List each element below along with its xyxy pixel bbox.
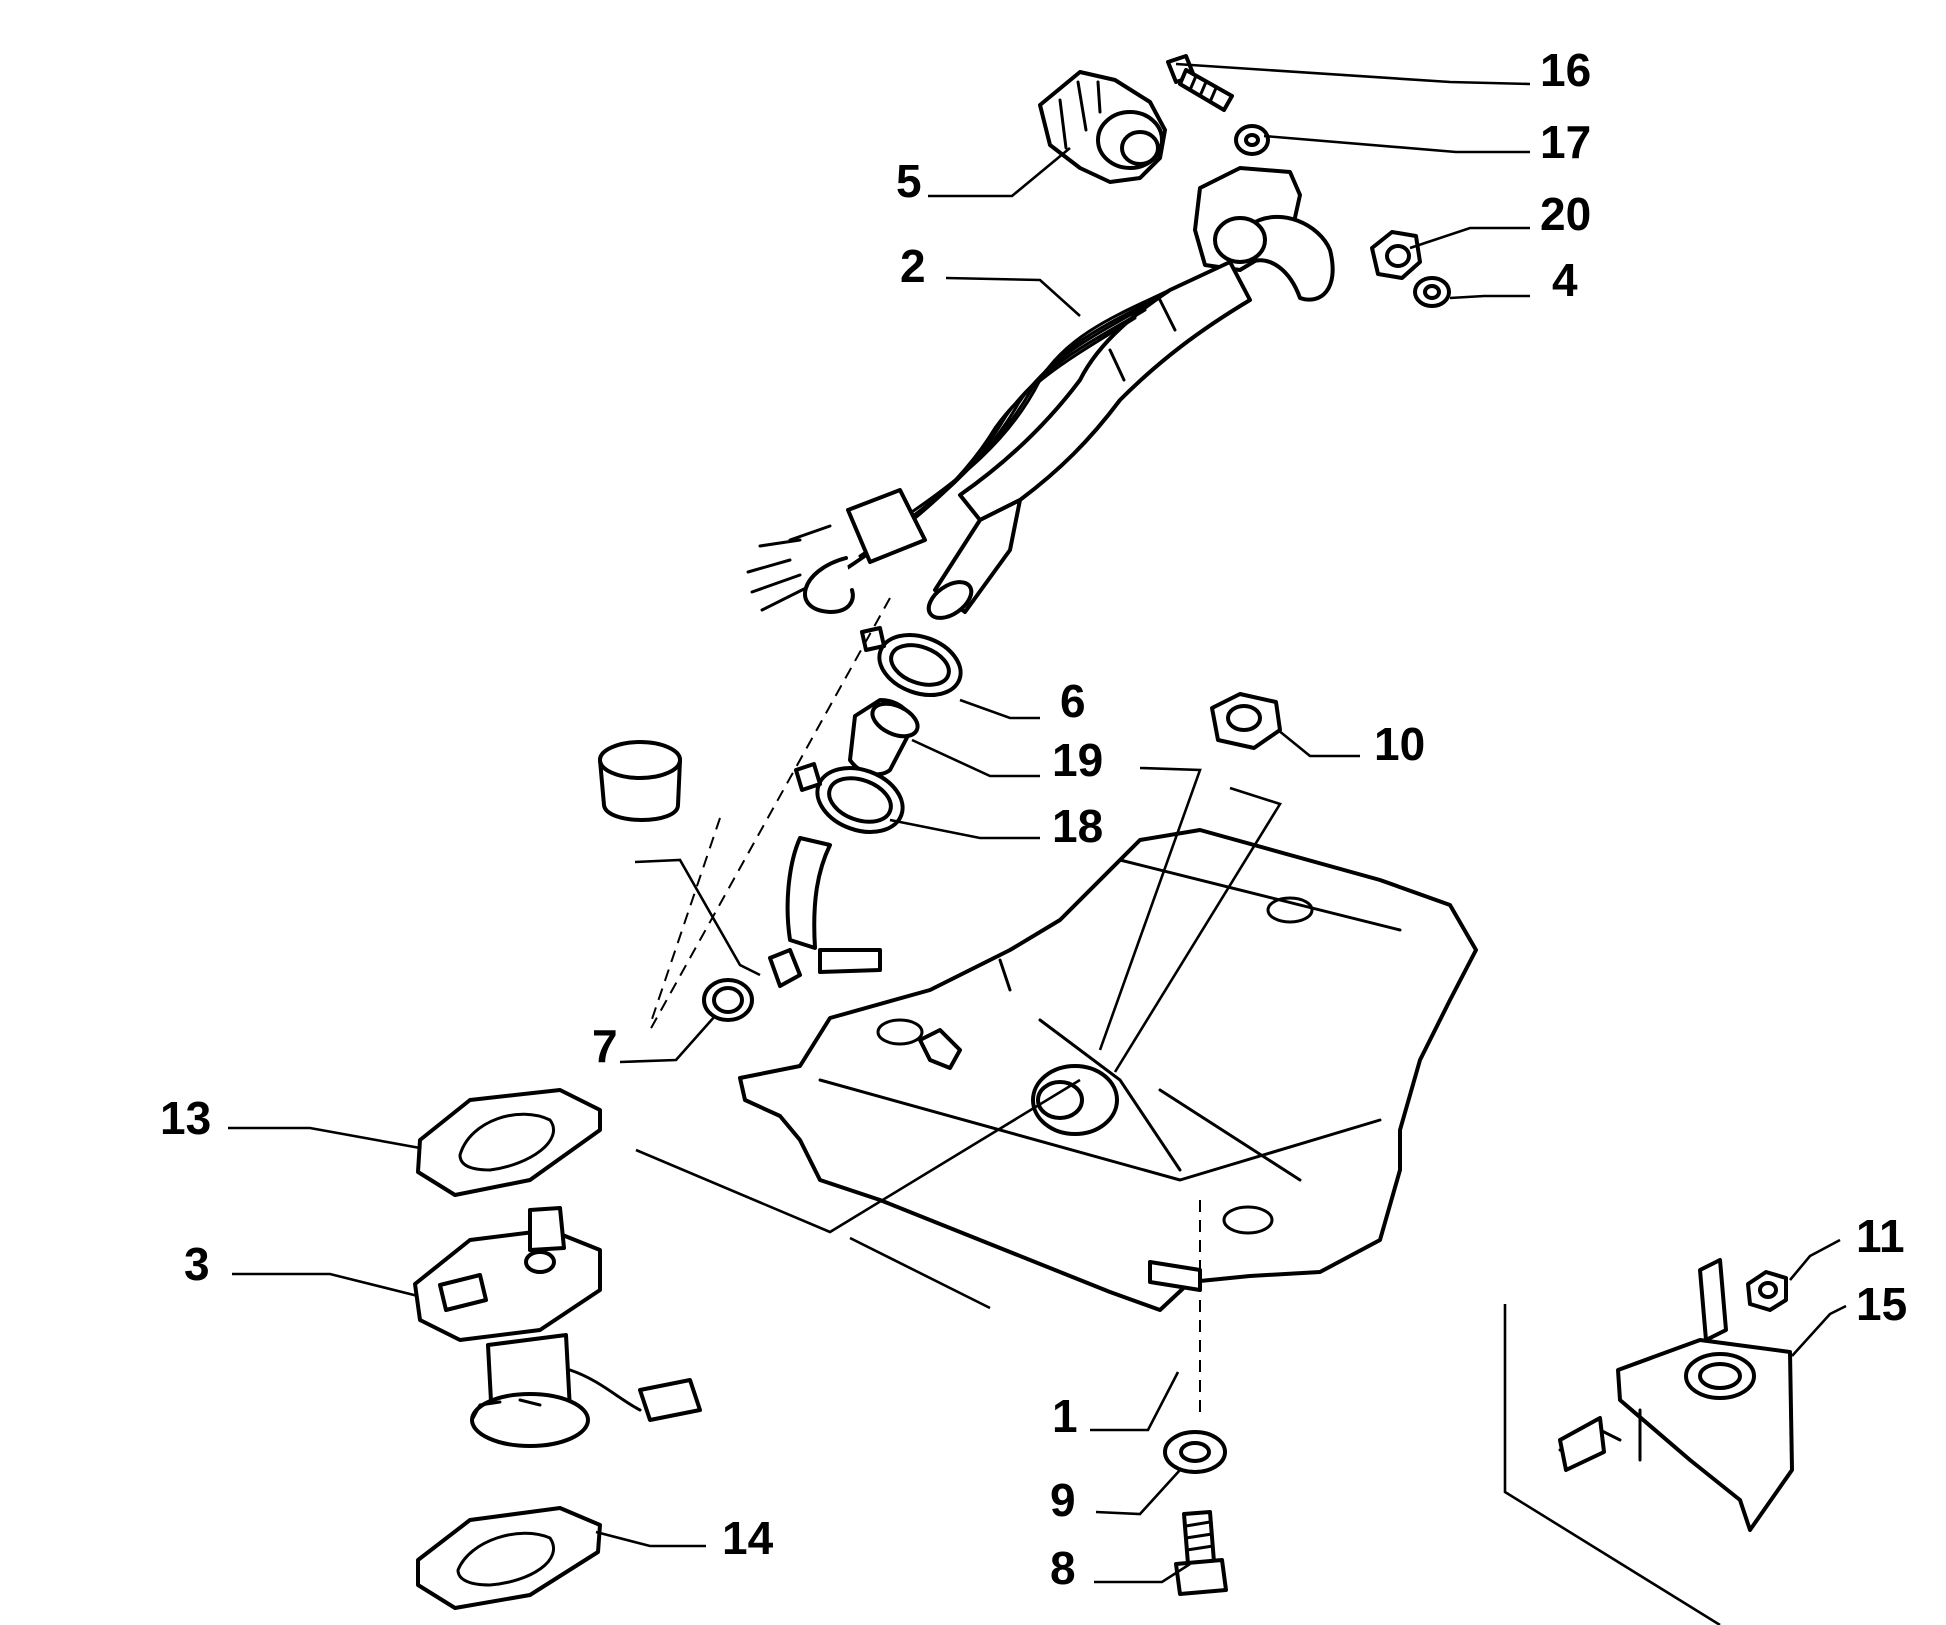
part-4-washer	[1413, 276, 1451, 308]
dashed-guides	[649, 597, 1201, 1420]
part-19-hose-sleeve	[848, 698, 920, 777]
reference-lines	[634, 766, 1721, 1625]
callout-19: 19	[1052, 734, 1103, 786]
part-3-fuel-pump	[413, 1206, 702, 1448]
part-11-nut	[1746, 1270, 1788, 1312]
part-16-screw	[1166, 54, 1234, 112]
part-9-washer	[1163, 1430, 1227, 1474]
callout-8: 8	[1050, 1542, 1076, 1594]
callout-leaders	[228, 62, 1847, 1584]
callout-13: 13	[160, 1092, 211, 1144]
callout-9: 9	[1050, 1474, 1076, 1526]
part-6-hose-clamp	[860, 626, 963, 697]
part-20-nut	[1370, 230, 1422, 280]
part-14-seal	[416, 1506, 602, 1610]
callout-17: 17	[1540, 116, 1591, 168]
callout-3: 3	[184, 1238, 210, 1290]
part-10-nut	[1210, 692, 1282, 750]
callout-1: 1	[1052, 1390, 1078, 1442]
part-7-vent-clip	[598, 740, 882, 1022]
part-17-washer	[1234, 124, 1270, 156]
callout-20: 20	[1540, 188, 1591, 240]
part-15-bracket	[1558, 1258, 1794, 1532]
part-8-bolt	[1174, 1510, 1228, 1596]
part-1-fuel-tank	[738, 828, 1478, 1312]
callout-15: 15	[1856, 1278, 1907, 1330]
callout-5: 5	[896, 155, 922, 207]
callout-6: 6	[1060, 675, 1086, 727]
callout-18: 18	[1052, 800, 1103, 852]
callout-14: 14	[722, 1512, 774, 1564]
callout-16: 16	[1540, 44, 1591, 96]
part-18-hose-clamp	[794, 762, 905, 834]
part-5-filler-cap	[1038, 70, 1167, 184]
callout-labels: 16 17 5 20 2 4 6 10 19 18 7 13 3 11 15 1…	[160, 44, 1907, 1594]
callout-7: 7	[592, 1020, 618, 1072]
callout-11: 11	[1856, 1210, 1905, 1262]
part-2-filler-neck	[746, 166, 1335, 620]
callout-10: 10	[1374, 718, 1425, 770]
callout-4: 4	[1552, 254, 1578, 306]
callout-2: 2	[900, 240, 926, 292]
part-13-seal	[416, 1088, 602, 1197]
